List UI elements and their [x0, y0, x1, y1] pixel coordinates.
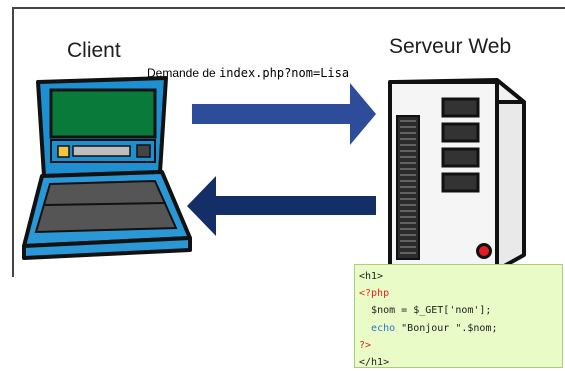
- code-line-3: $nom = $_GET['nom'];: [359, 302, 562, 319]
- code-line-4: echo "Bonjour ".$nom;: [359, 320, 562, 337]
- frame-top-border: [12, 7, 565, 9]
- code-indent: [359, 305, 371, 316]
- drive-bay-3: [441, 147, 480, 168]
- server-icon: [388, 78, 526, 272]
- code-echo-keyword: echo: [371, 322, 396, 334]
- request-label-code: index.php?nom=Lisa: [219, 66, 350, 80]
- code-line-4-text: "Bonjour ".$nom;: [395, 322, 498, 334]
- frame-left-border: [12, 7, 14, 277]
- code-line-6: </h1>: [359, 356, 390, 368]
- drive-bay-2: [441, 122, 480, 143]
- laptop-screen: [49, 88, 157, 139]
- laptop-icon: [22, 76, 192, 260]
- drive-bay-1: [441, 97, 480, 118]
- laptop-folder-icon: [57, 145, 70, 158]
- laptop-taskbar-icon: [72, 145, 131, 157]
- client-label: Client: [67, 39, 121, 62]
- php-code-box: <h1> <?php $nom = $_GET['nom']; echo "Bon…: [354, 264, 563, 368]
- code-line-5: ?>: [359, 339, 372, 351]
- request-arrow: [192, 83, 376, 145]
- drive-bay-4: [441, 172, 480, 193]
- code-line-2: <?php: [359, 288, 390, 300]
- code-indent: [359, 323, 371, 334]
- code-line-1: <h1>: [359, 271, 384, 282]
- server-label: Serveur Web: [389, 35, 512, 58]
- response-arrow: [187, 176, 376, 236]
- code-line-3-text: $nom = $_GET['nom'];: [371, 305, 492, 317]
